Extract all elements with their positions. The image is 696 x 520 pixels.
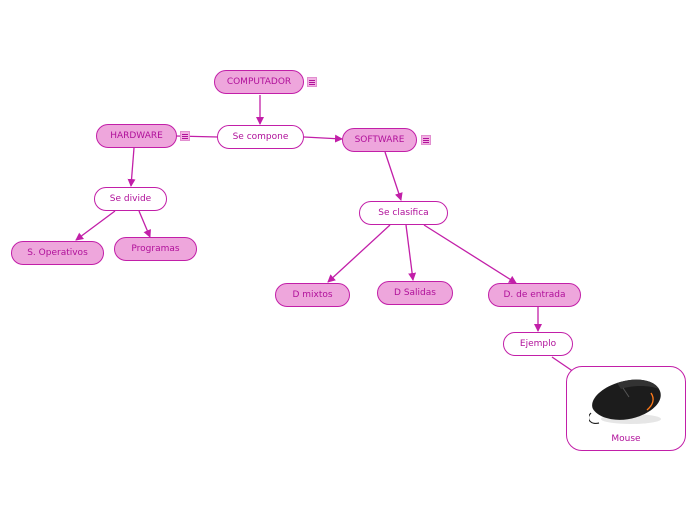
connector-se-clasifica-d-salidas xyxy=(405,224,417,281)
note-icon[interactable] xyxy=(307,77,317,87)
node-mouse[interactable]: Mouse xyxy=(566,366,686,451)
node-software-label: SOFTWARE xyxy=(354,135,405,145)
node-computador-label: COMPUTADOR xyxy=(226,77,292,87)
note-icon[interactable] xyxy=(421,135,431,145)
node-se-compone-label: Se compone xyxy=(232,132,289,142)
node-hardware[interactable]: HARDWARE xyxy=(96,124,177,148)
connector-se-divide-programas xyxy=(138,210,151,238)
connector-se-divide-s-operativos xyxy=(75,210,116,241)
node-d-salidas-label: D Salidas xyxy=(394,288,436,298)
node-d-mixtos-label: D mixtos xyxy=(292,290,333,300)
connector-software-se-clasifica xyxy=(384,151,403,201)
node-d-salidas[interactable]: D Salidas xyxy=(377,281,453,305)
node-ejemplo-label: Ejemplo xyxy=(519,339,557,349)
connector-hardware-se-divide xyxy=(127,147,136,187)
node-computador[interactable]: COMPUTADOR xyxy=(214,70,304,94)
connector-se-compone-software xyxy=(303,134,343,143)
node-software[interactable]: SOFTWARE xyxy=(342,128,417,152)
node-programas-label: Programas xyxy=(131,244,180,254)
node-d-entrada-label: D. de entrada xyxy=(503,290,566,300)
node-se-divide-label: Se divide xyxy=(109,194,152,204)
connector-se-clasifica-d-entrada xyxy=(423,224,517,284)
node-d-mixtos[interactable]: D mixtos xyxy=(275,283,350,307)
node-ejemplo[interactable]: Ejemplo xyxy=(503,332,573,356)
node-se-divide[interactable]: Se divide xyxy=(94,187,167,211)
node-mouse-label: Mouse xyxy=(611,434,641,444)
mouse-icon xyxy=(589,379,661,424)
node-programas[interactable]: Programas xyxy=(114,237,197,261)
note-icon[interactable] xyxy=(180,131,190,141)
node-se-clasifica[interactable]: Se clasifica xyxy=(359,201,448,225)
node-s-operativos[interactable]: S. Operativos xyxy=(11,241,104,265)
node-d-entrada[interactable]: D. de entrada xyxy=(488,283,581,307)
connector-se-clasifica-d-mixtos xyxy=(327,224,391,283)
node-se-clasifica-label: Se clasifica xyxy=(378,208,429,218)
node-s-operativos-label: S. Operativos xyxy=(27,248,88,258)
node-se-compone[interactable]: Se compone xyxy=(217,125,304,149)
node-hardware-label: HARDWARE xyxy=(110,131,163,141)
